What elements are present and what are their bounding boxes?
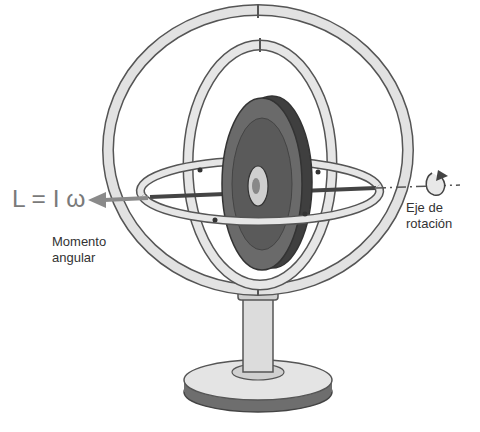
stand-post: [243, 296, 273, 372]
pivot-dot: [198, 168, 203, 173]
rotor-groove: [232, 118, 292, 250]
rotation-curl-head: [436, 170, 448, 181]
pivot-dot: [303, 212, 308, 217]
part-label: Momento angular: [52, 234, 132, 267]
horizontal-ring-front: [142, 186, 380, 221]
rotor-disk: [222, 98, 302, 270]
part-label: Eje de rotación: [406, 200, 476, 233]
pivot-dot: [213, 218, 218, 223]
rotation-axis: [376, 185, 460, 188]
horizontal-ring-front-face: [142, 186, 380, 221]
momentum-arrow: [104, 198, 148, 200]
top-pivot: [257, 4, 259, 18]
pivot-dot: [316, 170, 321, 175]
rotor-hub: [248, 166, 268, 206]
momentum-arrow-head: [88, 192, 106, 208]
hub-center: [252, 178, 260, 194]
outer-ring: [108, 10, 408, 290]
outer-ring-face: [108, 10, 408, 290]
gimbal-pivot: [259, 38, 261, 52]
formula-label: L = I ω: [12, 184, 85, 215]
